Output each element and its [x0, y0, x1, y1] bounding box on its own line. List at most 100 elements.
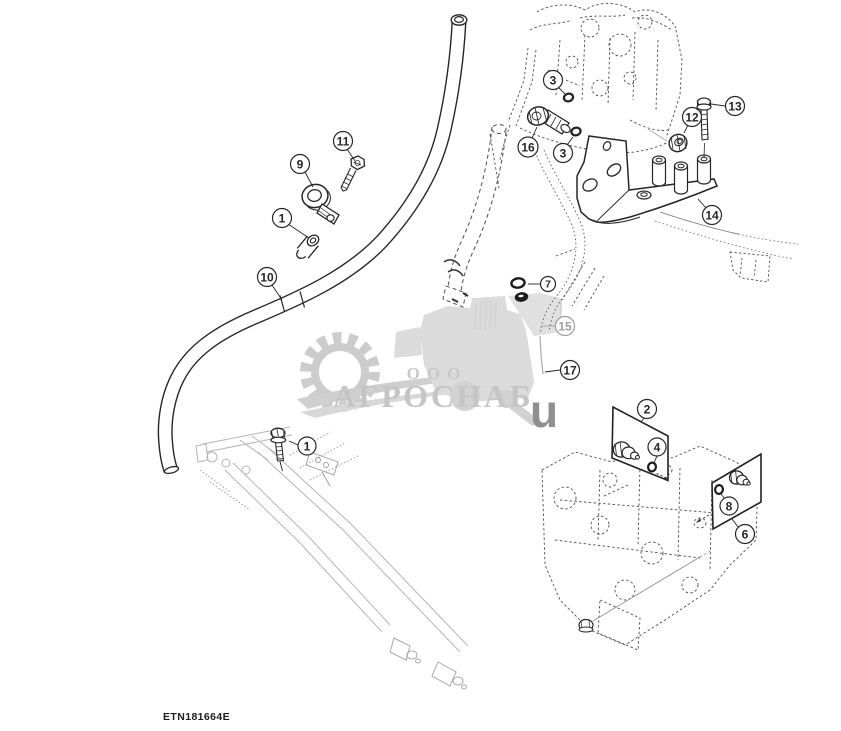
callout-7: 7 [528, 275, 557, 293]
callout-leader-line [287, 223, 310, 239]
callout-circle [681, 106, 703, 128]
callout-number: 11 [337, 135, 350, 149]
watermark-swoosh [297, 375, 465, 418]
callout-number: 16 [521, 141, 535, 155]
part-fitting-16 [526, 106, 571, 135]
ghost-tube-dashed [442, 124, 507, 308]
callout-15: 15 [542, 315, 576, 337]
callout-circle [701, 204, 723, 226]
callout-2: 2 [636, 398, 658, 423]
callout-number: 9 [297, 158, 304, 172]
callout-number: 13 [728, 100, 742, 114]
callout-10: 10 [256, 266, 283, 301]
callout-leader-line [640, 417, 645, 423]
watermark-company-name: АГРОСНАБ [333, 378, 533, 414]
callout-number: 1 [279, 212, 286, 226]
callout-circle [724, 95, 746, 117]
callout-circle [734, 523, 756, 545]
callout-number: 3 [560, 147, 567, 161]
callout-16: 16 [517, 126, 539, 158]
callout-13: 13 [710, 95, 746, 117]
callout-circle [719, 496, 739, 516]
callout-leader-line [731, 518, 739, 528]
callout-12: 12 [681, 106, 703, 134]
part-spacer-1 [296, 234, 320, 260]
ghost-hose-outlines [442, 124, 586, 375]
part-bolt-1 [270, 427, 287, 472]
ghost-fender-curves [654, 211, 799, 283]
callout-number: 15 [558, 320, 572, 334]
callout-3: 3 [542, 69, 567, 96]
part-oring-4 [646, 461, 658, 473]
callout-3: 3 [552, 136, 574, 164]
callout-number: 10 [260, 271, 274, 285]
callout-leader-line [653, 455, 658, 464]
part-oring-3b [570, 126, 582, 137]
part-nut-12 [647, 128, 688, 153]
callout-leader-line [271, 284, 283, 301]
callout-9: 9 [289, 153, 314, 188]
callout-8: 8 [719, 493, 739, 516]
callout-circle [542, 69, 564, 91]
combine-harvester-icon [394, 293, 563, 426]
callout-4: 4 [647, 437, 667, 464]
callout-leader-line [544, 369, 561, 373]
part-tube-10 [157, 14, 468, 475]
part-bracket-14 [576, 135, 718, 224]
watermark-suffix: u [530, 385, 558, 437]
part-kit-panel-6 [696, 452, 762, 531]
callout-leader-line [566, 136, 574, 146]
callout-leader-line [288, 440, 299, 446]
callout-number: 4 [654, 441, 661, 455]
callout-number: 14 [705, 209, 719, 223]
callout-circle [289, 153, 311, 175]
callout-leader-line [531, 126, 538, 139]
part-hose-ghost-15 [534, 149, 586, 335]
part-orings-7 [510, 277, 529, 302]
callout-circle [332, 130, 354, 152]
ghost-fitting-sketch [443, 259, 469, 303]
ghost-loader-arms [195, 426, 469, 690]
callout-number: 7 [545, 279, 551, 291]
part-oring-8 [713, 484, 725, 495]
callout-circle [271, 207, 293, 229]
callout-number: 3 [550, 74, 557, 88]
callout-leader-line [346, 148, 356, 162]
callout-leader-line [557, 86, 567, 96]
callout-leader-line [683, 124, 689, 134]
callout-circle [539, 275, 557, 293]
part-clamp-9 [301, 183, 340, 225]
callout-circle [256, 266, 278, 288]
callout-leader-line [697, 198, 707, 209]
part-bolt-11 [340, 155, 366, 192]
callout-11: 11 [332, 130, 356, 162]
ghost-valve-bolt [578, 549, 713, 633]
callout-leader-line [710, 103, 726, 107]
part-bolt-13 [696, 97, 712, 159]
callout-17: 17 [544, 359, 581, 381]
callout-circle [636, 398, 658, 420]
ghost-top-valve-assembly [489, 3, 683, 311]
callout-number: 8 [726, 500, 733, 514]
callout-leader-line [304, 171, 314, 188]
callout-circle [647, 437, 667, 457]
callout-1: 1 [288, 436, 317, 456]
callout-circle [297, 436, 317, 456]
callout-circle [559, 359, 581, 381]
callout-number: 6 [742, 528, 749, 542]
callout-number: 12 [685, 111, 699, 125]
figure-code: ETN181664E [163, 711, 230, 723]
callout-number: 2 [644, 403, 651, 417]
watermark: ООО АГРОСНАБ u [297, 293, 563, 437]
callout-14: 14 [697, 198, 723, 226]
part-oring-3a [562, 92, 575, 103]
callout-circle [517, 136, 539, 158]
callout-circle [554, 315, 576, 337]
callout-number: 17 [563, 364, 577, 378]
callout-circle [552, 142, 574, 164]
callout-number: 1 [304, 440, 311, 454]
callout-1: 1 [271, 207, 310, 239]
watermark-ooo: ООО [407, 364, 468, 383]
